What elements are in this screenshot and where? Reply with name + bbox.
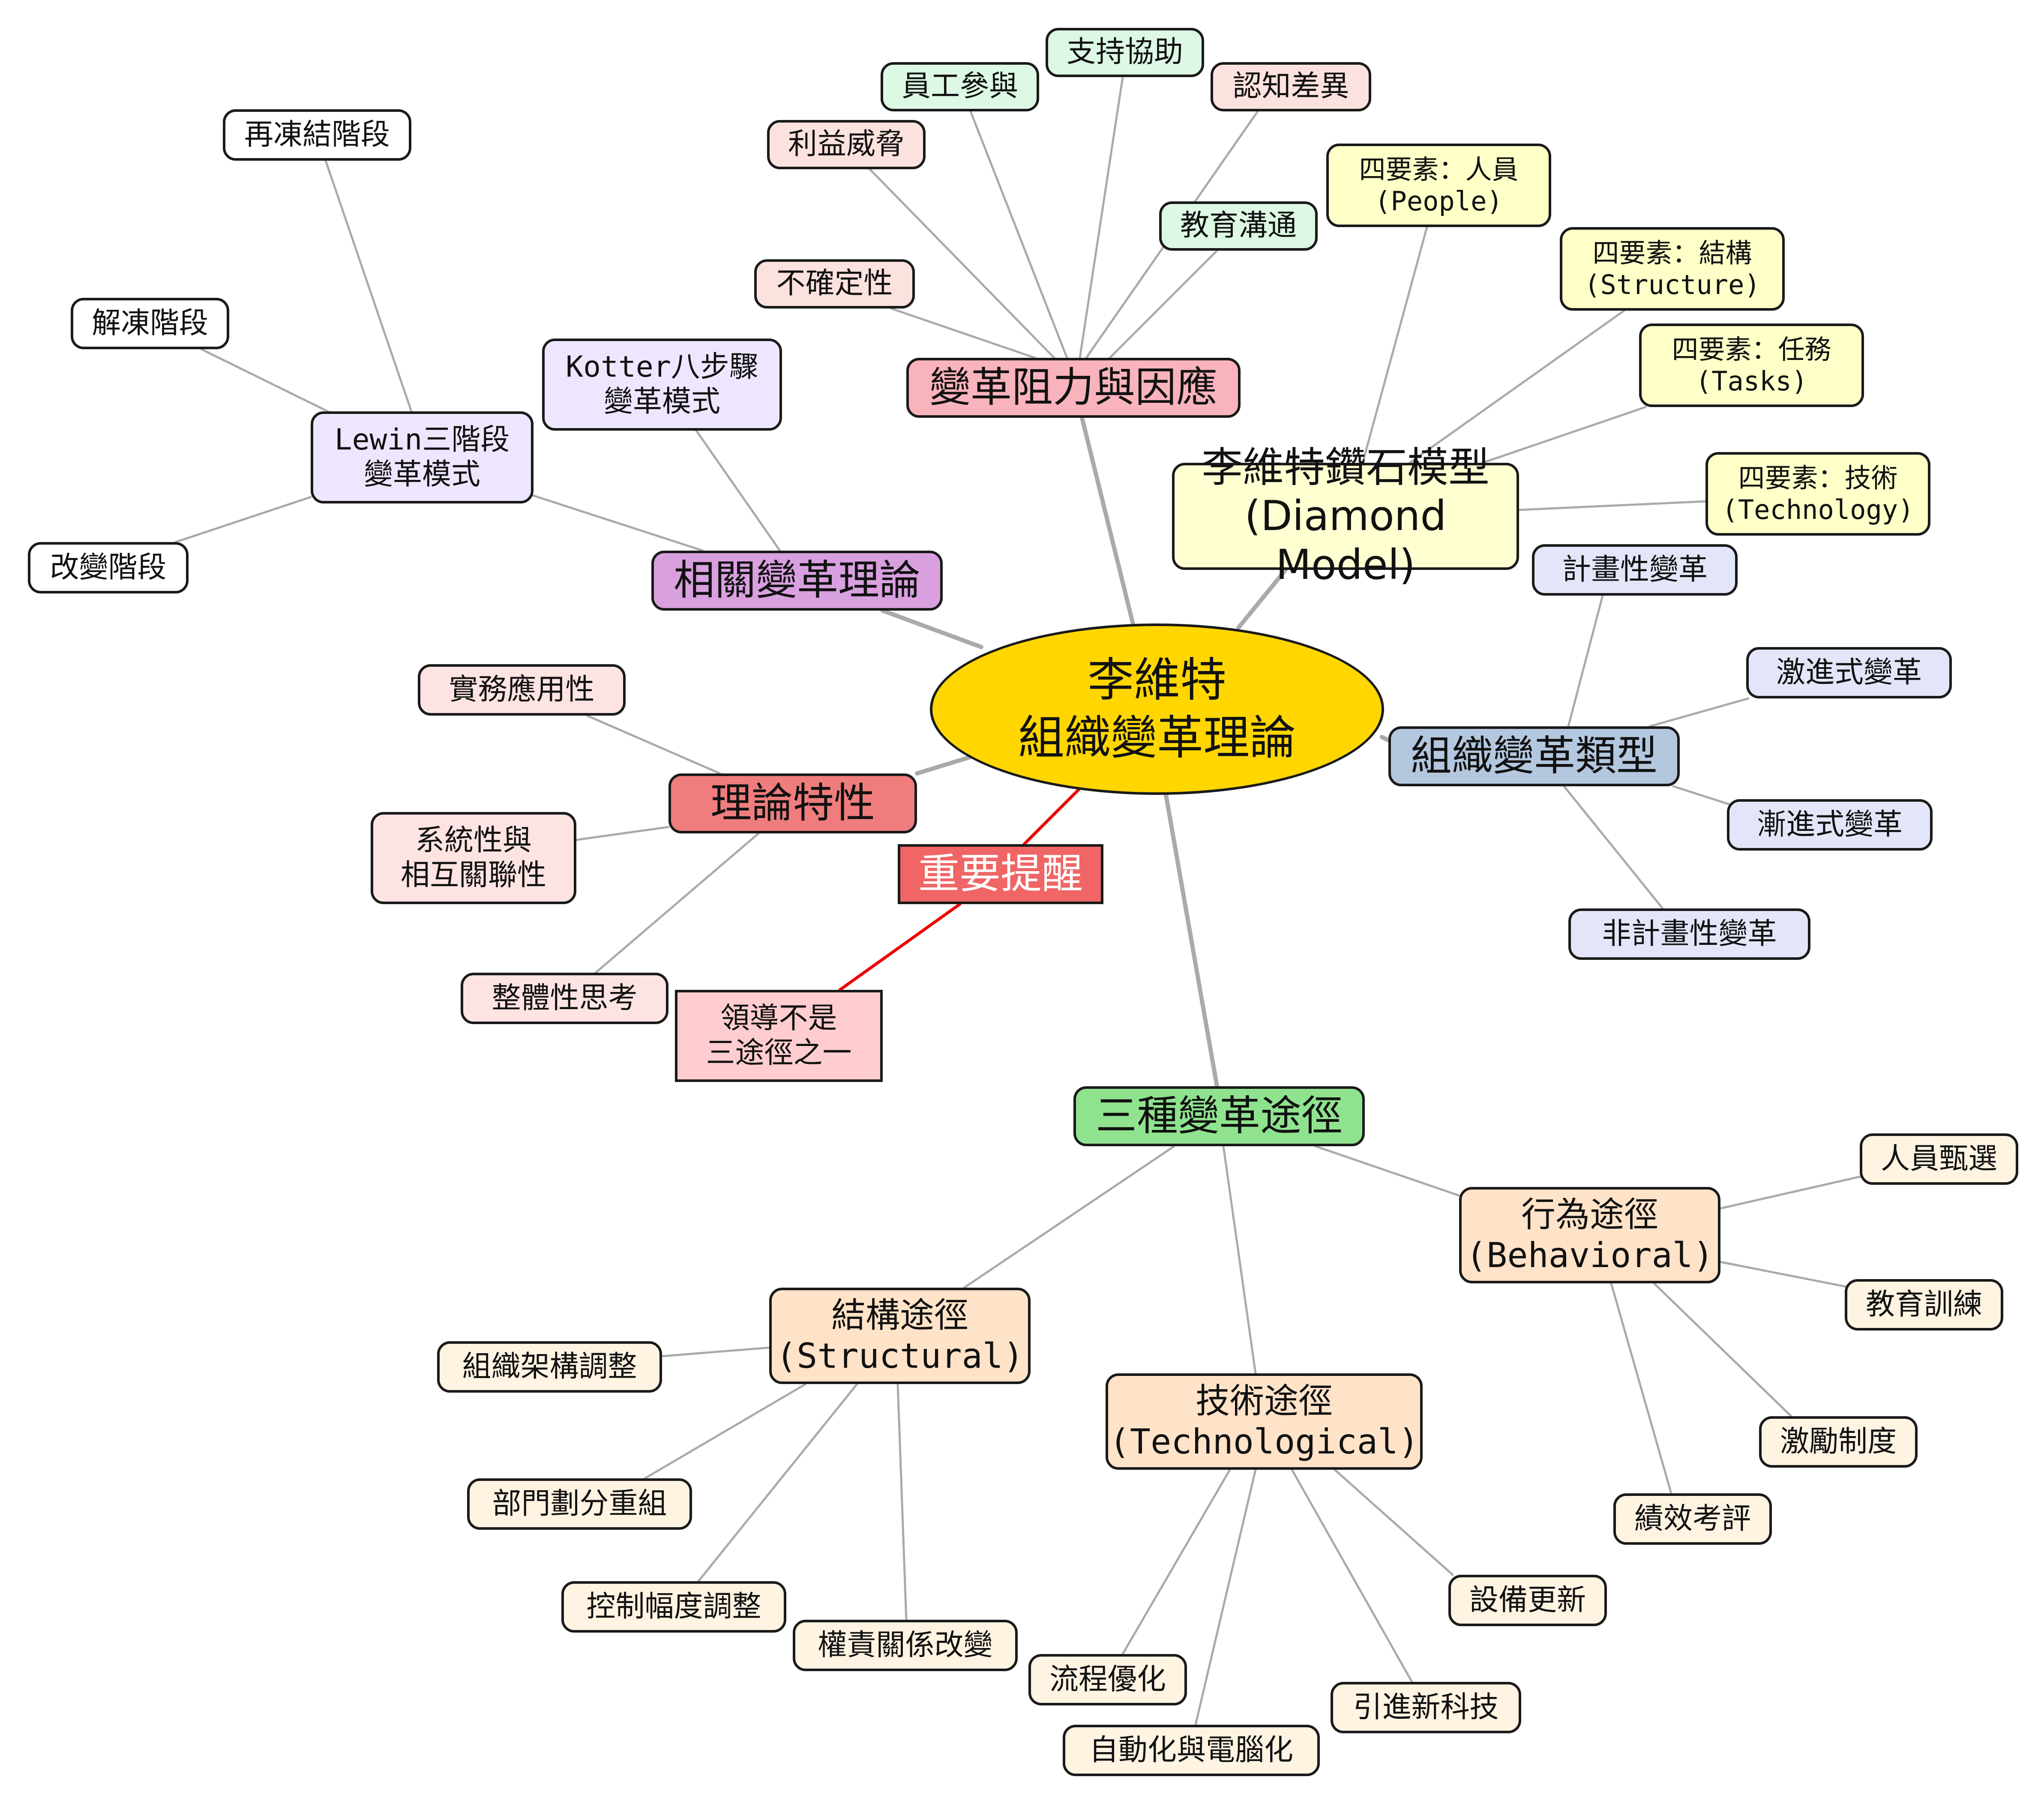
behavioral-performance-appraisal: 績效考評 bbox=[1613, 1493, 1772, 1545]
connector-line bbox=[1109, 249, 1218, 359]
connector-line bbox=[1719, 1175, 1863, 1210]
structural-authority-change: 權責關係改變 bbox=[793, 1620, 1018, 1671]
connector-line bbox=[869, 168, 1055, 359]
connector-line bbox=[1672, 785, 1735, 807]
resistance-education-communication: 教育溝通 bbox=[1159, 201, 1318, 251]
type-radical-change: 激進式變革 bbox=[1746, 647, 1952, 698]
connector-line bbox=[174, 496, 312, 543]
lewin-unfreeze-stage: 解凍階段 bbox=[71, 298, 229, 349]
reminder-note-leadership: 領導不是 三途徑之一 bbox=[675, 990, 883, 1082]
branch-related-theories: 相關變革理論 bbox=[651, 551, 943, 611]
structural-span-of-control: 控制幅度調整 bbox=[561, 1581, 786, 1633]
tech-new-technology: 引進新科技 bbox=[1331, 1682, 1521, 1733]
connector-line bbox=[896, 1383, 908, 1621]
connector-line bbox=[1610, 1282, 1672, 1495]
diamond-element-technology: 四要素：技術 (Technology) bbox=[1705, 452, 1930, 536]
tech-process-optimization: 流程優化 bbox=[1028, 1654, 1187, 1705]
connector-line bbox=[1080, 416, 1136, 628]
trait-systemic-interrelation: 系統性與 相互關聯性 bbox=[371, 812, 576, 904]
connector-line bbox=[1361, 226, 1428, 464]
connector-line bbox=[697, 1383, 858, 1582]
connector-line bbox=[1653, 1282, 1792, 1417]
connector-line bbox=[575, 826, 670, 841]
central-topic: 李維特 組織變革理論 bbox=[930, 623, 1384, 795]
resistance-perception-gap: 認知差異 bbox=[1211, 62, 1371, 111]
approach-structural: 結構途徑 (Structural) bbox=[769, 1288, 1031, 1384]
connector-line bbox=[324, 159, 413, 413]
connector-line bbox=[1079, 76, 1124, 359]
connector-line bbox=[1291, 1468, 1413, 1683]
connector-line bbox=[1222, 1145, 1257, 1375]
branch-change-types: 組織變革類型 bbox=[1388, 726, 1680, 786]
diamond-element-task: 四要素：任務 (Tasks) bbox=[1639, 324, 1864, 407]
behavioral-incentive-system: 激勵制度 bbox=[1759, 1416, 1918, 1468]
connector-line bbox=[1022, 787, 1082, 846]
connector-line bbox=[661, 1346, 770, 1357]
type-planned-change: 計畫性變革 bbox=[1532, 544, 1738, 596]
trait-holistic-thinking: 整體性思考 bbox=[461, 973, 668, 1024]
diamond-element-people: 四要素：人員 (People) bbox=[1326, 144, 1551, 227]
connector-line bbox=[969, 110, 1068, 359]
behavioral-personnel-selection: 人員甄選 bbox=[1860, 1133, 2018, 1185]
resistance-interest-threat: 利益威脅 bbox=[767, 120, 926, 169]
connector-line bbox=[915, 754, 975, 776]
important-reminder: 重要提醒 bbox=[898, 844, 1103, 904]
connector-line bbox=[1567, 594, 1604, 728]
connector-line bbox=[1121, 1468, 1231, 1655]
structural-org-adjustment: 組織架構調整 bbox=[437, 1341, 662, 1393]
structural-department-reorg: 部門劃分重組 bbox=[467, 1478, 692, 1530]
resistance-support-assistance: 支持協助 bbox=[1046, 28, 1204, 77]
connector-line bbox=[1334, 1468, 1454, 1576]
connector-line bbox=[1481, 406, 1647, 464]
connector-line bbox=[530, 494, 704, 552]
diamond-element-structure: 四要素：結構 (Structure) bbox=[1560, 227, 1785, 311]
connector-line bbox=[200, 348, 329, 413]
connector-line bbox=[1314, 1145, 1460, 1197]
branch-theory-traits: 理論特性 bbox=[668, 773, 917, 833]
lewin-refreeze-stage: 再凍結階段 bbox=[223, 109, 411, 161]
connector-line bbox=[881, 608, 983, 649]
branch-resistance: 變革阻力與因應 bbox=[906, 358, 1241, 418]
branch-diamond-model: 李維特鑽石模型 (Diamond Model) bbox=[1172, 444, 1519, 589]
lewin-change-stage: 改變階段 bbox=[28, 542, 189, 593]
connector-line bbox=[1563, 785, 1664, 910]
connector-line bbox=[1409, 309, 1625, 464]
theory-kotter-eight-steps: Kotter八步驟 變革模式 bbox=[542, 339, 782, 431]
approach-behavioral: 行為途徑 (Behavioral) bbox=[1459, 1187, 1720, 1283]
connector-line bbox=[1719, 1261, 1852, 1289]
trait-practical-application: 實務應用性 bbox=[418, 664, 626, 716]
connector-line bbox=[890, 307, 1036, 359]
connector-line bbox=[963, 1145, 1175, 1289]
connector-line bbox=[644, 1383, 807, 1480]
tech-equipment-upgrade: 設備更新 bbox=[1448, 1575, 1607, 1626]
connector-line bbox=[586, 714, 721, 775]
tech-automation-computerization: 自動化與電腦化 bbox=[1063, 1725, 1320, 1776]
connector-line bbox=[1648, 697, 1750, 728]
connector-line bbox=[1236, 568, 1288, 630]
connector-line bbox=[1163, 791, 1219, 1088]
connector-line bbox=[1518, 500, 1707, 511]
resistance-uncertainty: 不確定性 bbox=[754, 259, 915, 309]
branch-three-approaches: 三種變革途徑 bbox=[1073, 1086, 1365, 1146]
type-incremental-change: 漸進式變革 bbox=[1727, 799, 1933, 851]
theory-lewin-three-stages: Lewin三階段 變革模式 bbox=[311, 411, 533, 503]
connector-line bbox=[1194, 1468, 1257, 1726]
resistance-employee-participation: 員工參與 bbox=[881, 62, 1039, 111]
behavioral-training: 教育訓練 bbox=[1845, 1279, 2003, 1331]
connector-line bbox=[594, 832, 760, 974]
connector-line bbox=[695, 429, 781, 552]
type-unplanned-change: 非計畫性變革 bbox=[1568, 908, 1810, 960]
approach-technological: 技術途徑 (Technological) bbox=[1106, 1373, 1423, 1470]
connector-line bbox=[838, 902, 962, 992]
